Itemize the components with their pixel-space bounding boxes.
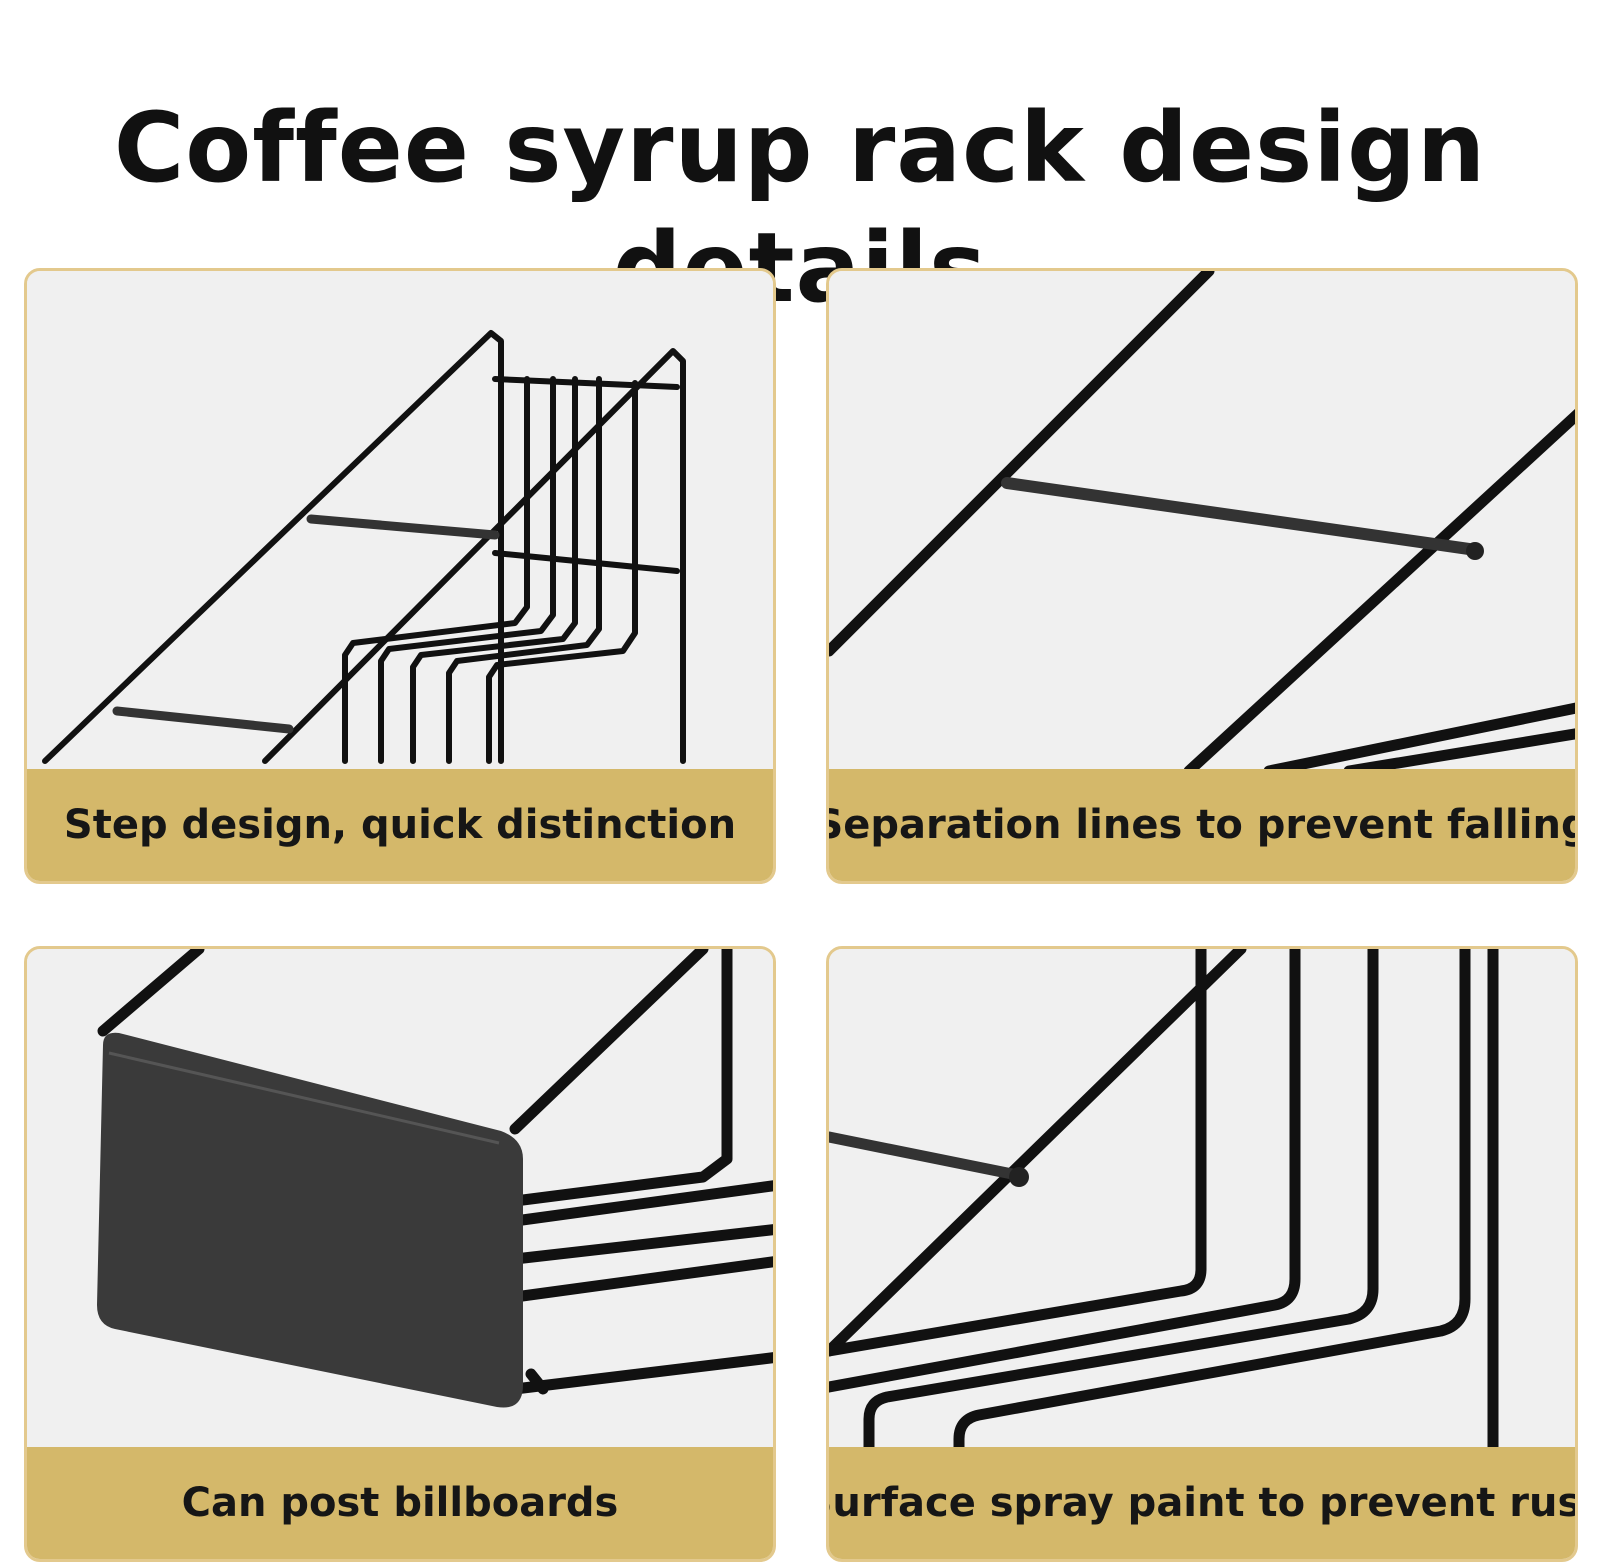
feature-card-billboards: Can post billboards	[24, 946, 776, 1562]
caption-step-design: Step design, quick distinction	[63, 802, 737, 848]
feature-card-separation-lines: Separation lines to prevent falling	[826, 268, 1578, 884]
stepped-wire-rack-image	[27, 271, 773, 771]
feature-card-spray-paint: Surface spray paint to prevent rust	[826, 946, 1578, 1562]
caption-separation-lines: Separation lines to prevent falling	[826, 802, 1578, 848]
feature-card-step-design: Step design, quick distinction	[24, 268, 776, 884]
caption-band: Surface spray paint to prevent rust	[829, 1447, 1575, 1559]
caption-spray-paint: Surface spray paint to prevent rust	[826, 1480, 1578, 1526]
caption-band: Can post billboards	[27, 1447, 773, 1559]
caption-billboards: Can post billboards	[181, 1480, 619, 1526]
painted-wire-closeup-image	[829, 949, 1575, 1449]
caption-band: Step design, quick distinction	[27, 769, 773, 881]
caption-band: Separation lines to prevent falling	[829, 769, 1575, 881]
front-billboard-panel-image	[27, 949, 773, 1449]
separation-bar-closeup-image	[829, 271, 1575, 771]
